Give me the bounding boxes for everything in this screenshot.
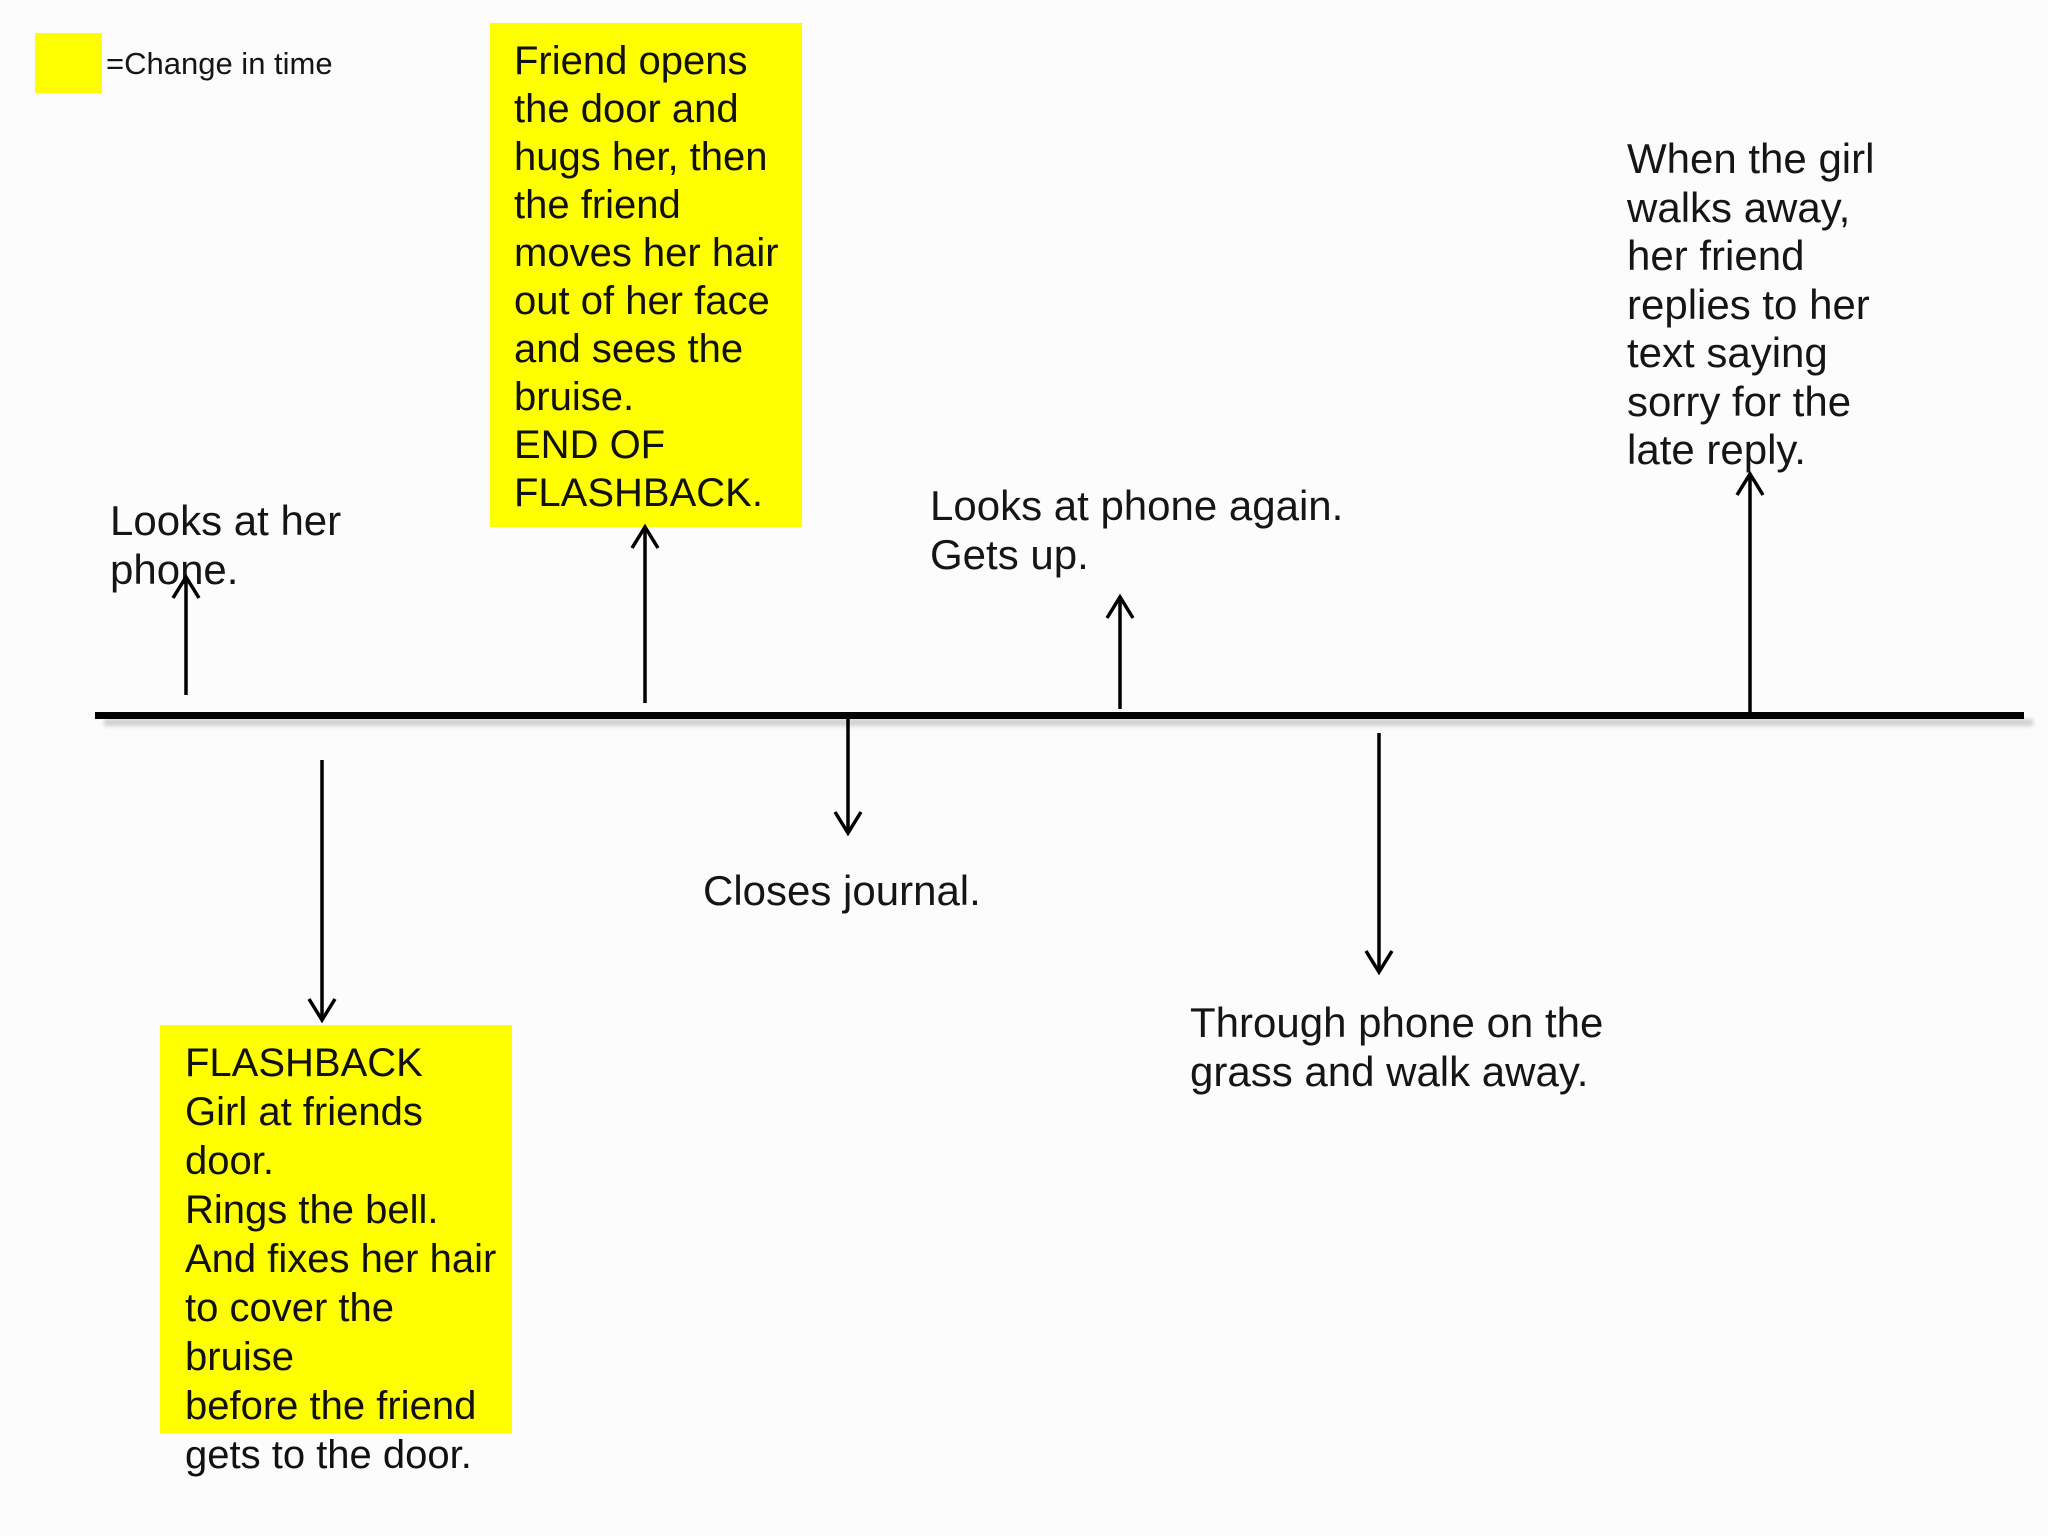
up-arrow-friend-replies — [1732, 469, 1768, 717]
note-looks-at-phone: Looks at her phone. — [110, 497, 342, 593]
note-looks-at-phone-again: Looks at phone again. Gets up. — [930, 482, 1344, 578]
note-closes-journal: Closes journal. — [703, 867, 981, 914]
end-flashback-note-box: Friend opens the door and hugs her, then… — [490, 23, 802, 527]
up-arrow-looks-again — [1102, 592, 1138, 712]
timeline-axis — [95, 712, 2024, 719]
down-arrow-flashback — [304, 757, 340, 1025]
legend-highlight-swatch — [35, 33, 102, 93]
down-arrow-throws-phone — [1361, 730, 1397, 977]
down-arrow-closes-journal — [830, 716, 866, 838]
flashback-note-box: FLASHBACK Girl at friends door. Rings th… — [160, 1025, 512, 1477]
up-arrow-end-flashback — [627, 522, 663, 706]
legend-label: =Change in time — [106, 46, 333, 81]
note-throws-phone: Through phone on the grass and walk away… — [1190, 999, 1604, 1095]
note-friend-replies: When the girl walks away, her friend rep… — [1627, 135, 1875, 473]
up-arrow-looks-at-phone — [168, 572, 204, 698]
